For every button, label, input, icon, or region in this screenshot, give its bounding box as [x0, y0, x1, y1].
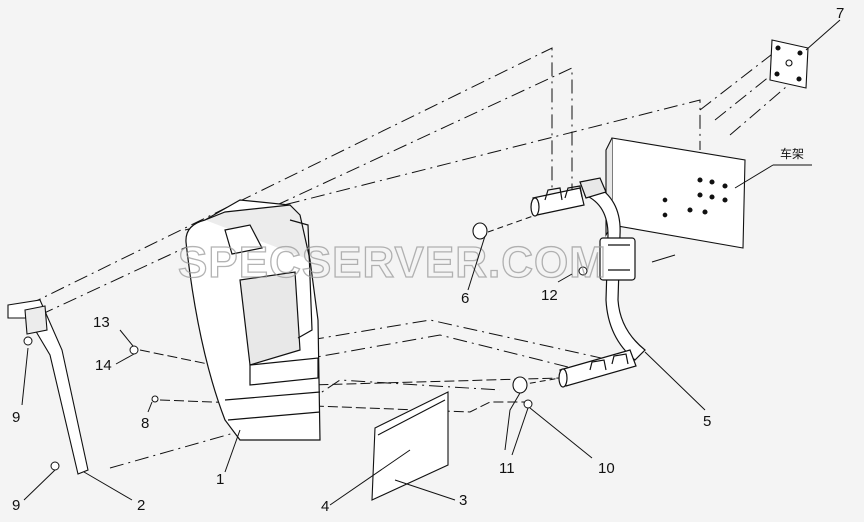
bolt-9a-icon — [23, 336, 33, 346]
watermark: SPECSERVER.COM — [178, 238, 607, 287]
mud-flap-3 — [371, 391, 449, 501]
side-bracket-2 — [7, 299, 89, 475]
leader-lines — [21, 19, 841, 506]
fasteners — [23, 266, 588, 471]
support-tube-5 — [530, 177, 646, 388]
callout-3: 3 — [459, 492, 467, 509]
callout-9-bottom: 9 — [12, 497, 20, 514]
callout-11: 11 — [499, 460, 515, 477]
callout-7-label: 7 — [836, 5, 844, 22]
callout-8: 8 — [141, 415, 149, 432]
callout-4: 4 — [321, 498, 329, 515]
callout-10: 10 — [598, 460, 615, 477]
bolt-12-icon — [578, 266, 588, 276]
frame-rail — [605, 137, 746, 249]
mounting-plate-7 — [769, 39, 809, 89]
step-body-1 — [185, 199, 321, 441]
callout-9-top: 9 — [12, 409, 20, 426]
bolt-10-icon — [523, 399, 533, 409]
frame-label: 车架 — [780, 146, 804, 161]
callout-13: 13 — [93, 314, 110, 331]
callout-6: 6 — [461, 290, 469, 307]
callout-12: 12 — [541, 287, 558, 304]
callout-1: 1 — [216, 471, 224, 488]
bolt-9b-icon — [50, 461, 60, 471]
nut-14-icon — [129, 345, 139, 355]
pin-8-icon — [151, 395, 159, 403]
callout-2: 2 — [137, 497, 145, 514]
callout-14: 14 — [95, 357, 112, 374]
callout-5: 5 — [703, 413, 711, 430]
rubber-caps-6 — [472, 222, 528, 394]
